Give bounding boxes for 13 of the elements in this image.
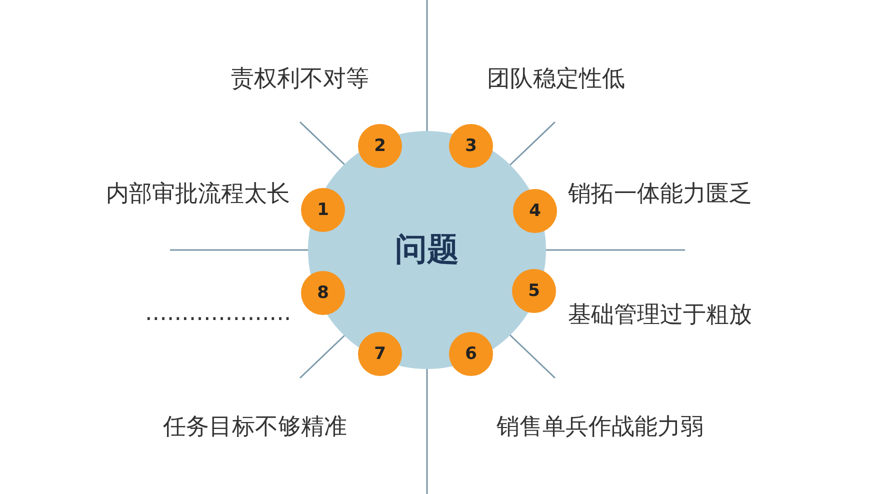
- issue-label: 销拓一体能力匮乏: [568, 181, 752, 209]
- issue-label: 团队稳定性低: [487, 66, 625, 94]
- issue-label: 基础管理过于粗放: [568, 302, 752, 330]
- issue-label: 内部审批流程太长: [106, 181, 290, 209]
- issue-label: 任务目标不够精准: [163, 414, 347, 442]
- issue-label: 销售单兵作战能力弱: [496, 414, 704, 442]
- number-badge: 2: [358, 124, 402, 168]
- number-badge: 8: [301, 271, 345, 315]
- number-badge: 4: [513, 189, 557, 233]
- issue-label: 责权利不对等: [231, 66, 369, 94]
- issue-label: ....................: [145, 300, 292, 328]
- number-badge: 3: [449, 124, 493, 168]
- number-badge: 1: [301, 188, 345, 232]
